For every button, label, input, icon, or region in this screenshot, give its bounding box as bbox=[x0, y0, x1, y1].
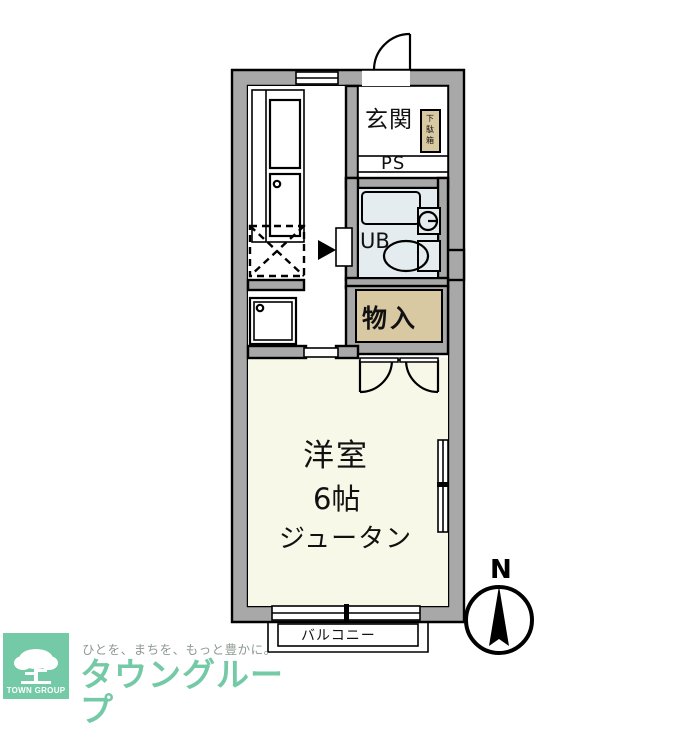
storage-floor bbox=[355, 289, 443, 343]
unit-bath-area: UB bbox=[344, 176, 450, 290]
entrance-door[interactable] bbox=[362, 32, 412, 86]
shoe-box-char-2: 駄 bbox=[426, 124, 434, 134]
room-divider-walls bbox=[246, 344, 360, 360]
main-room-labels: 洋室 6帖 ジュータン bbox=[279, 438, 412, 554]
kitchen-sink bbox=[268, 98, 302, 170]
storage-label: 物入 bbox=[362, 304, 418, 333]
closet-doors[interactable] bbox=[358, 357, 440, 394]
kitchen-stove bbox=[268, 172, 302, 238]
logo-badge-text: TOWN GROUP bbox=[6, 686, 66, 695]
refrigerator-space bbox=[248, 224, 306, 278]
storage-area: 物入 bbox=[344, 284, 450, 356]
washing-machine bbox=[248, 296, 298, 346]
balcony-label-box bbox=[277, 623, 419, 647]
compass: N bbox=[464, 555, 534, 655]
toilet-bowl-icon bbox=[382, 239, 430, 273]
room-sliding-door[interactable] bbox=[303, 347, 339, 358]
shoe-box: 下 駄 箱 bbox=[420, 109, 441, 153]
main-room-floor bbox=[248, 358, 448, 606]
balcony-outline bbox=[267, 622, 429, 653]
ub-label: UB bbox=[360, 229, 390, 253]
balcony-label: バルコニー bbox=[301, 628, 376, 644]
main-room-size: 6帖 bbox=[313, 482, 360, 516]
shoe-box-char-1: 下 bbox=[426, 114, 434, 123]
genkan-label: 玄関 bbox=[365, 107, 413, 133]
washer-drain-icon bbox=[255, 303, 265, 313]
shoe-box-char-3: 箱 bbox=[426, 135, 434, 145]
kitchen-window-top bbox=[295, 71, 339, 85]
bath-door[interactable] bbox=[318, 227, 353, 267]
brand-logo: TOWN GROUP ひとを、まちを、もっと豊かに。 タウングループ bbox=[0, 631, 290, 727]
logo-tagline: ひとを、まちを、もっと豊かに。 bbox=[82, 642, 277, 657]
kitchen-divider-wall bbox=[246, 278, 306, 292]
bathtub bbox=[361, 191, 421, 225]
main-room-name: 洋室 bbox=[303, 438, 369, 474]
floor-plan-root: 玄関 下 駄 箱 PS bbox=[230, 32, 534, 655]
compass-north-label: N bbox=[490, 555, 512, 585]
stove-knob-icon bbox=[272, 179, 282, 189]
balcony-area: バルコニー bbox=[267, 604, 429, 653]
kitchen-counter-run bbox=[251, 89, 305, 243]
ps-box bbox=[357, 155, 449, 173]
ps-label: PS bbox=[381, 153, 405, 174]
main-room-window-right bbox=[437, 439, 449, 533]
compass-needle-icon bbox=[489, 586, 509, 646]
logo-text-block: ひとを、まちを、もっと豊かに。 タウングループ bbox=[78, 635, 290, 727]
main-room-floor-type: ジュータン bbox=[279, 524, 412, 554]
logo-badge: TOWN GROUP bbox=[3, 633, 69, 699]
kitchen-area bbox=[246, 89, 306, 346]
ub-top-wall bbox=[344, 176, 450, 190]
logo-brand-name: タウングループ bbox=[80, 655, 284, 729]
tree-icon bbox=[14, 649, 58, 684]
